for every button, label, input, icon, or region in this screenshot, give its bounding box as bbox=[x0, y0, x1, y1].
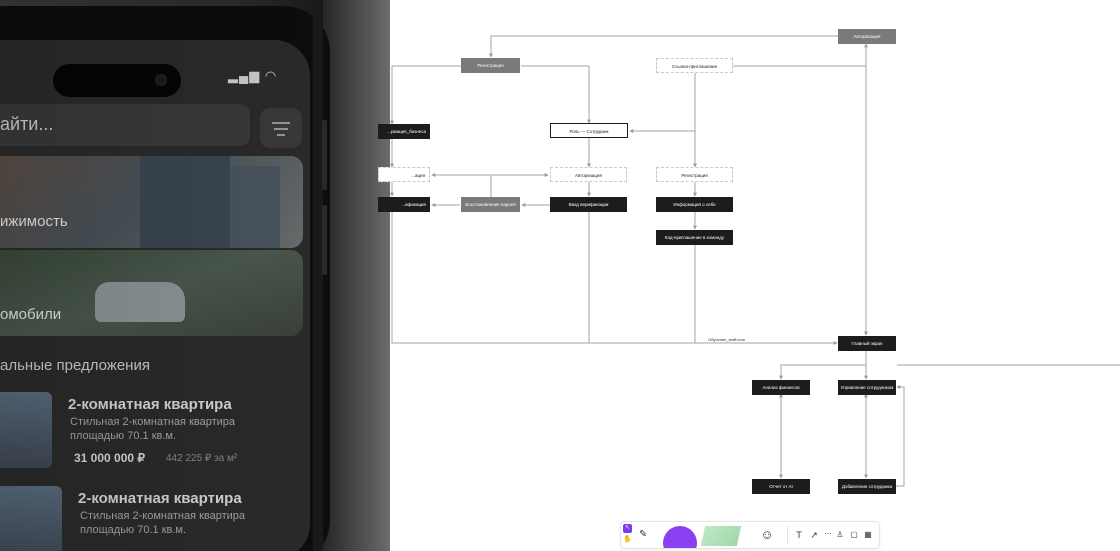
canvas-toolbar: ↖ ✋ ✎ ☺ T ↗ ⋯ ♙ ▢ ▦ bbox=[620, 521, 880, 549]
category-card-realty[interactable] bbox=[0, 156, 303, 248]
node-add-employee[interactable]: Добавление сотрудника bbox=[838, 479, 896, 494]
filter-button[interactable] bbox=[260, 108, 302, 148]
node-business-info[interactable]: ...рмация_бизнеса bbox=[378, 124, 430, 139]
listing-card[interactable]: 2-комнатная квартира Стильная 2-комнатна… bbox=[0, 486, 320, 551]
car-image bbox=[95, 282, 185, 322]
status-icons: ▂▄▆ ◠ bbox=[228, 68, 278, 83]
sticky-note-icon[interactable] bbox=[700, 526, 742, 546]
section-title: альные предложения bbox=[0, 357, 150, 374]
person-icon[interactable]: ♙ bbox=[836, 530, 844, 539]
listing-thumbnail bbox=[0, 486, 62, 551]
listing-description: Стильная 2-комнатная квартира площадью 7… bbox=[80, 510, 246, 536]
edge-auth-registration bbox=[489, 35, 838, 58]
shape-icon[interactable] bbox=[663, 526, 697, 548]
edge-main-finance bbox=[779, 351, 867, 380]
edge-registration-role bbox=[521, 65, 591, 124]
node-password-recovery[interactable]: Восстановление пароля bbox=[461, 197, 520, 212]
more-icon[interactable]: ⋯ bbox=[824, 531, 832, 538]
node-verification-left[interactable]: ...ификация bbox=[378, 197, 430, 212]
node-role-employee[interactable]: Роль — Сотрудник bbox=[550, 123, 628, 138]
sticker-icon[interactable]: ☺ bbox=[760, 527, 774, 542]
node-team-invite-code[interactable]: Код-приглашение в команду bbox=[656, 230, 733, 245]
table-icon[interactable]: ▦ bbox=[864, 530, 872, 539]
listing-title: 2-комнатная квартира bbox=[78, 490, 242, 507]
listing-price: 31 000 000 ₽ bbox=[74, 451, 146, 465]
edge-label-onboarding: Обучение_staff=true bbox=[708, 337, 746, 342]
toolbar-divider bbox=[787, 526, 788, 544]
node-registration-right[interactable]: Регистрация bbox=[656, 167, 733, 182]
search-placeholder: айти... bbox=[0, 114, 54, 134]
listing-description: Стильная 2-комнатная квартира площадью 7… bbox=[70, 416, 236, 442]
edge-registration-left bbox=[390, 65, 461, 125]
listing-card[interactable]: 2-комнатная квартира Стильная 2-комнатна… bbox=[0, 392, 320, 472]
node-authorization-top[interactable]: Авторизация bbox=[838, 29, 896, 44]
cursor-icon[interactable]: ↖ bbox=[623, 524, 632, 533]
edge-code-main bbox=[694, 244, 838, 345]
pen-icon[interactable]: ✎ bbox=[639, 529, 648, 540]
filter-icon-line bbox=[277, 134, 285, 136]
filter-icon bbox=[272, 122, 290, 124]
listing-price-per-m2: 442 225 ₽ за м² bbox=[166, 453, 238, 464]
text-icon[interactable]: T bbox=[796, 530, 802, 540]
frame-icon[interactable]: ▢ bbox=[850, 530, 858, 539]
node-staff-management[interactable]: Управление сотрудником bbox=[838, 380, 896, 395]
category-label-realty: ижимость bbox=[0, 213, 68, 230]
phone-side-button bbox=[322, 120, 327, 190]
node-authorization-mid[interactable]: Авторизация bbox=[550, 167, 627, 182]
node-invite-link[interactable]: Ссылка-приглашение bbox=[656, 58, 733, 73]
category-card-cars[interactable] bbox=[0, 250, 303, 336]
listing-title: 2-комнатная квартира bbox=[68, 396, 232, 413]
building-image bbox=[230, 166, 280, 248]
building-image bbox=[140, 156, 230, 248]
edge-recovery-auth-left bbox=[431, 173, 492, 197]
hand-icon[interactable]: ✋ bbox=[623, 536, 632, 543]
phone-side-button bbox=[322, 205, 327, 275]
node-ai-report[interactable]: Отчет от AI bbox=[752, 479, 810, 494]
node-main-screen[interactable]: Главный экран bbox=[838, 336, 896, 351]
edge-left-main bbox=[391, 212, 589, 344]
phone-frame-edge bbox=[313, 0, 323, 551]
connector-icon[interactable]: ↗ bbox=[810, 530, 818, 540]
node-finance-analysis[interactable]: Анализ финансов bbox=[752, 380, 810, 395]
node-authorization-left[interactable]: ...ация bbox=[378, 167, 430, 182]
search-input[interactable] bbox=[0, 104, 250, 146]
filter-icon-line bbox=[274, 128, 288, 130]
category-label-cars: омобили bbox=[0, 306, 62, 323]
node-verification-input[interactable]: Ввод верификации bbox=[550, 197, 627, 212]
listing-thumbnail bbox=[0, 392, 52, 468]
edge-invite-auth bbox=[733, 43, 868, 67]
camera-icon bbox=[155, 74, 167, 86]
node-about-me[interactable]: Информация о себе bbox=[656, 197, 733, 212]
edge-add-loop bbox=[896, 385, 905, 487]
node-registration-top[interactable]: Регистрация bbox=[461, 58, 520, 73]
